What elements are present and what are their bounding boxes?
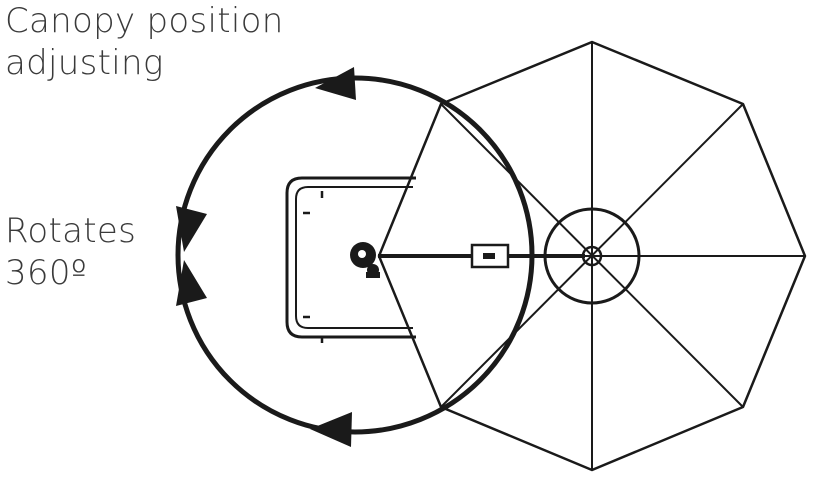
arm-slider-grip <box>483 253 495 259</box>
canopy-ribs <box>379 42 805 470</box>
arrow-top-icon <box>315 67 356 100</box>
base-plate-inner <box>295 186 413 329</box>
base-plate <box>285 176 416 343</box>
pole-foot <box>366 272 380 278</box>
base-plate-outer <box>285 176 416 339</box>
canopy-position-label-line1: Canopy position <box>5 1 284 41</box>
arrow-bottom-icon <box>310 412 352 447</box>
arrow-left-upper-icon <box>176 206 207 252</box>
canopy-position-label: Canopy position adjusting <box>5 0 284 84</box>
rotation-label: Rotates 360º <box>5 210 136 294</box>
canopy <box>377 40 807 472</box>
pole-icon-center <box>358 250 366 258</box>
rotation-label-line1: Rotates <box>5 211 137 251</box>
cantilever-arm <box>378 243 585 269</box>
canopy-rib <box>440 103 744 408</box>
canopy-position-label-line2: adjusting <box>5 43 164 83</box>
rotation-arrows <box>176 67 356 447</box>
arrow-left-lower-icon <box>176 260 207 306</box>
pole-base <box>350 242 380 278</box>
rotation-label-line2: 360º <box>5 253 88 293</box>
